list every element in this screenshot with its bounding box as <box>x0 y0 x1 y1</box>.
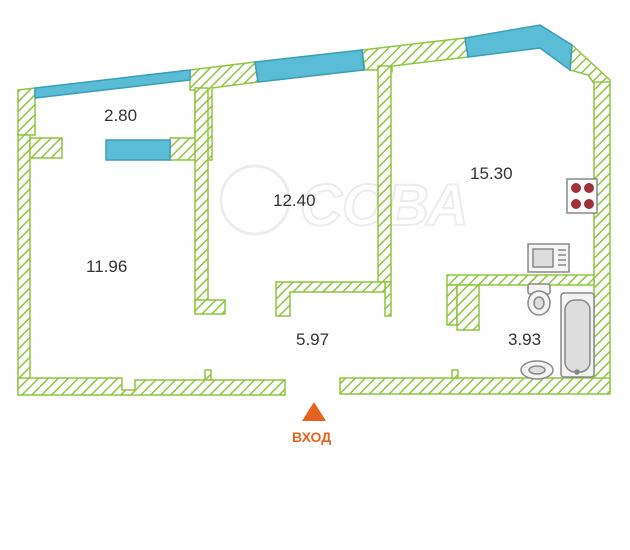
room-area-bathroom: 3.93 <box>508 330 541 349</box>
wall-bath-left <box>446 284 458 326</box>
wall-bottom-left <box>17 377 286 396</box>
stove <box>566 178 598 214</box>
entrance-label: ВХОД <box>292 429 331 445</box>
wall-inner-right <box>377 65 392 283</box>
windows <box>34 24 573 161</box>
wall-bottom-stub-left <box>204 369 212 381</box>
wall-niche <box>275 281 386 317</box>
window-kitchen <box>464 24 573 72</box>
room-area-middle: 12.40 <box>273 191 316 210</box>
wall-bath-top <box>446 274 595 286</box>
room-area-hall: 5.97 <box>296 330 329 349</box>
watermark: СОВА <box>219 164 470 239</box>
wall-bath-shaft <box>456 284 480 331</box>
wall-right <box>593 81 611 393</box>
wall-bottom-right <box>339 377 611 395</box>
wall-inner-right-foot <box>384 281 392 317</box>
window-middle <box>254 49 365 83</box>
wall-top-left <box>17 87 36 136</box>
wall-inner-left <box>194 87 209 311</box>
wall-left <box>17 134 31 391</box>
wall-inner-left-foot <box>194 299 226 315</box>
toilet <box>527 283 551 316</box>
bathtub <box>560 292 595 378</box>
bath-sink <box>520 360 554 380</box>
entrance-arrow-icon <box>302 402 326 421</box>
room-area-left: 11.96 <box>86 257 127 276</box>
window-balcony <box>34 69 191 99</box>
kitchen-sink <box>527 243 570 273</box>
walls <box>17 37 611 396</box>
wall-bottom-stub-right <box>451 369 459 379</box>
room-area-balcony: 2.80 <box>104 106 137 125</box>
wall-left-stub <box>29 137 63 159</box>
window-balcony-inner <box>105 139 171 161</box>
room-area-kitchen: 15.30 <box>470 164 513 183</box>
